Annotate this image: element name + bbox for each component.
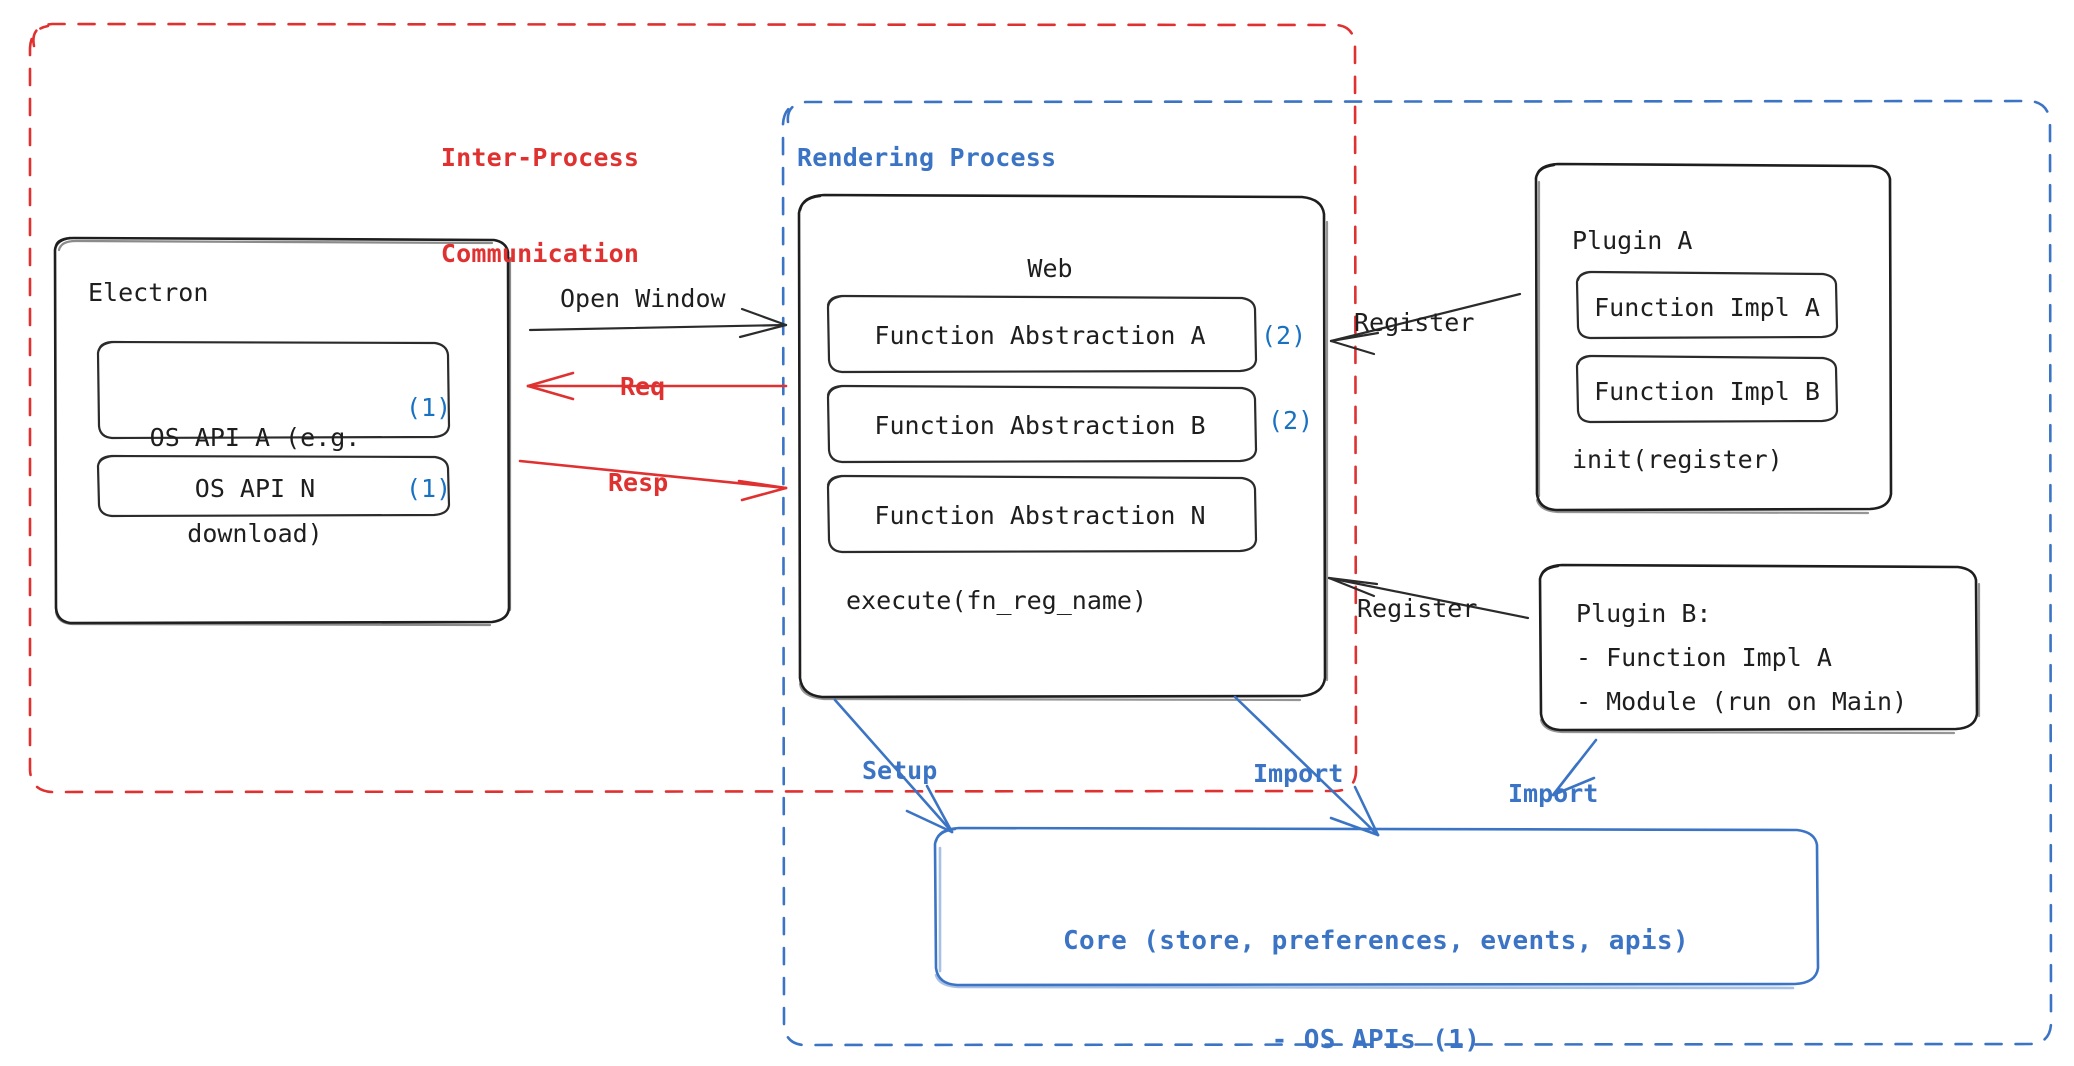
edge-label-import-web: Import (1253, 759, 1344, 788)
edge-label-import-plugin: Import (1508, 779, 1599, 808)
electron-item-1-label: OS API A (e.g. download) (100, 358, 410, 614)
electron-item-2-marker: (1) (406, 474, 452, 503)
edge-label-req: Req (620, 372, 666, 401)
edge-label-setup: Setup (862, 756, 938, 785)
plugin-a-item-2-label: Function Impl B (1594, 377, 1820, 406)
fn-abstraction-a-marker: (2) (1261, 321, 1307, 350)
electron-item-1-line2: download) (187, 519, 323, 548)
plugin-a-item-1-label: Function Impl A (1594, 293, 1820, 322)
edge-label-resp: Resp (608, 468, 669, 497)
fn-abstraction-a-label: Function Abstraction A (874, 321, 1206, 350)
ipc-group-title: Inter-Process Communication (420, 78, 660, 334)
plugin-b-item-1: - Function Impl A (1576, 643, 1832, 672)
edge-label-open-window: Open Window (560, 284, 726, 313)
plugin-a-footer: init(register) (1572, 445, 1783, 474)
web-footer: execute(fn_reg_name) (846, 586, 1148, 615)
edge-label-register-a: Register (1354, 308, 1475, 337)
plugin-b-title: Plugin B: (1576, 599, 1712, 628)
plugin-b-item-2: - Module (run on Main) (1576, 687, 1908, 716)
core-text: Core (store, preferences, events, apis) … (942, 858, 1810, 1066)
core-line-1: Core (store, preferences, events, apis) (1062, 925, 1690, 956)
ipc-group-title-line2: Communication (440, 239, 640, 268)
rendering-group-title: Rendering Process (797, 143, 1057, 172)
web-title: Web (1027, 254, 1073, 283)
electron-item-2-label: OS API N (194, 474, 316, 503)
fn-abstraction-b-marker: (2) (1268, 406, 1314, 435)
edge-label-register-b: Register (1357, 594, 1478, 623)
electron-title: Electron (88, 278, 209, 307)
electron-item-1-marker: (1) (406, 393, 452, 422)
fn-abstraction-b-label: Function Abstraction B (874, 411, 1206, 440)
core-line-2: - OS APIs (1) (1271, 1025, 1481, 1056)
fn-abstraction-n-label: Function Abstraction N (874, 501, 1206, 530)
plugin-a-title: Plugin A (1572, 226, 1693, 255)
ipc-group-title-line1: Inter-Process (440, 143, 640, 172)
electron-item-1-line1: OS API A (e.g. (149, 423, 361, 452)
